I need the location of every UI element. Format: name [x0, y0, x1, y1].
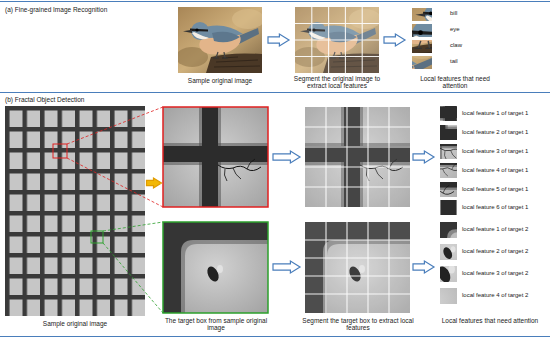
feature-column: billeyeclawtailLocal features that need …: [410, 6, 540, 72]
block-arrow: [273, 151, 300, 163]
caption: Local features that need attention: [412, 75, 498, 90]
feature-column: local feature 1 of target 1 local feature…: [437, 105, 547, 216]
feature-label: local feature 2 of target 1: [462, 129, 528, 136]
segmented-box: [305, 107, 410, 207]
feature-label: local feature 1 of target 1: [462, 110, 528, 117]
feature-label: local feature 2 of target 2: [462, 248, 528, 255]
block-arrow: [273, 261, 300, 273]
feature-column: local feature 1 of target 2 local feature…: [437, 220, 547, 306]
segmented-box: Segment the target box to extract local …: [305, 222, 410, 313]
feature-label: eye: [450, 26, 460, 33]
feature-label: local feature 3 of target 1: [462, 148, 528, 155]
feature-label: local feature 4 of target 1: [462, 167, 528, 174]
feature-label: local feature 3 of target 2: [462, 270, 528, 277]
caption: Sample original image: [5, 320, 145, 327]
caption: Segment the original image to extract lo…: [288, 75, 386, 90]
target-box: [163, 107, 268, 207]
image-panel: Sample original image: [178, 7, 262, 73]
feature-label: local feature 6 of target 1: [462, 204, 528, 211]
caption: The target box from sample original imag…: [158, 317, 274, 332]
caption: Segment the target box to extract local …: [300, 317, 416, 332]
target-box: The target box from sample original imag…: [163, 222, 268, 313]
block-arrow: [147, 178, 162, 188]
section-title: (a) Fine-grained Image Recognition: [5, 6, 107, 13]
block-arrow: [384, 34, 405, 46]
image-panel: Sample original image: [5, 106, 145, 316]
block-arrow: [268, 34, 289, 46]
caption: Local features that need attention: [440, 317, 540, 324]
feature-label: tail: [450, 58, 458, 65]
image-panel: Segment the original image to extract lo…: [295, 7, 379, 73]
feature-label: claw: [450, 42, 462, 49]
feature-label: local feature 1 of target 2: [462, 226, 528, 233]
feature-label: local feature 4 of target 2: [462, 292, 528, 299]
block-arrow: [413, 261, 434, 273]
section-title: (b) Fractal Object Detection: [5, 96, 84, 103]
caption: Sample original image: [170, 77, 270, 84]
block-arrow: [413, 151, 434, 163]
feature-label: local feature 5 of target 1: [462, 186, 528, 193]
feature-label: bill: [450, 10, 457, 17]
